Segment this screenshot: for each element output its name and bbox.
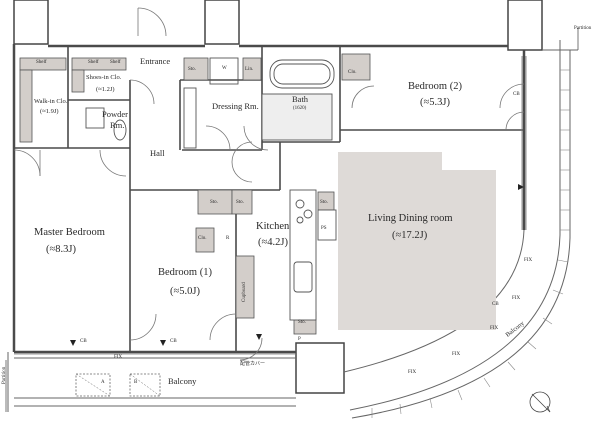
partitions [5, 28, 579, 412]
label-fix-2: FIX [408, 370, 417, 375]
label-cb-1: CB [80, 339, 87, 344]
label-lin: Lin. [245, 67, 254, 72]
label-bedroom1-area: (≈5.0J) [170, 286, 200, 297]
bottom-balcony [7, 352, 296, 412]
label-sto-2: Sto. [210, 200, 218, 205]
label-sto-4: Sto. [298, 320, 306, 325]
label-unit-b: B [134, 380, 138, 385]
label-cb-4: CB [492, 302, 499, 307]
label-pipe-cover: 配管カバー [240, 362, 266, 367]
label-powder-rm: Powder [102, 109, 128, 119]
label-sto-3: Sto. [236, 200, 244, 205]
balcony-dashes [371, 69, 570, 418]
label-powder-rm-2: Rm. [110, 120, 125, 130]
label-fix-5: FIX [512, 296, 521, 301]
label-clo-2: Clo. [198, 236, 207, 241]
label-master-bedroom: Master Bedroom [34, 227, 105, 238]
label-sto-5: Sto. [320, 200, 328, 205]
label-master-bedroom-area: (≈8.3J) [46, 244, 76, 255]
living-dining-area [338, 152, 496, 330]
label-w: W [222, 66, 227, 71]
bathroom-fixtures [85, 57, 335, 149]
label-walk-in-clo-area: (≈1.9J) [40, 108, 59, 115]
label-shoes-in-clo: Shoes-in Clo. [86, 74, 122, 81]
column-top-right [507, 0, 543, 51]
label-shoes-in-clo-area: (≈1.2J) [96, 86, 115, 93]
label-bath: Bath [292, 94, 309, 104]
label-partition-right: Partition [574, 26, 592, 31]
kitchen-counter [289, 189, 337, 321]
column-top-left [13, 0, 49, 45]
label-ps: PS [321, 226, 327, 231]
label-living-dining-area: (≈17.2J) [392, 230, 428, 241]
label-bedroom2: Bedroom (2) [408, 81, 462, 92]
label-cb-2: CB [170, 339, 177, 344]
label-dressing-rm: Dressing Rm. [212, 101, 259, 111]
storage-units [19, 53, 371, 335]
label-fix-3: FIX [452, 352, 461, 357]
label-clo-1: Clo. [348, 70, 357, 75]
label-walk-in-clo: Walk-in Clo. [34, 98, 68, 105]
label-p: P [298, 337, 301, 342]
windows [14, 56, 527, 355]
label-fix-6: FIX [524, 258, 533, 263]
compass [529, 391, 551, 413]
label-bath-size: (1620) [293, 106, 307, 111]
column-bottom [295, 342, 345, 394]
label-sto-1: Sto. [188, 67, 196, 72]
label-unit-a: A [101, 380, 105, 385]
label-cupboard: Cupboard [242, 282, 247, 302]
label-hall: Hall [150, 148, 165, 158]
label-fix-1: FIX [114, 355, 123, 360]
label-r: R [226, 236, 230, 241]
label-cb-3: CB [513, 92, 520, 97]
cb-markers [70, 184, 524, 346]
column-top-center [204, 0, 240, 45]
outer-walls [12, 44, 526, 354]
label-shelf-1: Shelf [36, 60, 47, 65]
label-entrance: Entrance [140, 56, 171, 66]
label-shelf-2: Shelf [88, 60, 99, 65]
label-living-dining: Living Dining room [368, 213, 453, 224]
door-swings [13, 7, 525, 361]
label-bedroom1: Bedroom (1) [158, 267, 212, 278]
label-kitchen: Kitchen [256, 221, 290, 232]
label-bedroom2-area: (≈5.3J) [420, 97, 450, 108]
label-balcony-bottom: Balcony [168, 376, 197, 386]
label-fix-4: FIX [490, 326, 499, 331]
label-partition-left: Partition [2, 366, 7, 384]
label-kitchen-area: (≈4.2J) [258, 237, 288, 248]
label-shelf-3: Shelf [110, 60, 121, 65]
